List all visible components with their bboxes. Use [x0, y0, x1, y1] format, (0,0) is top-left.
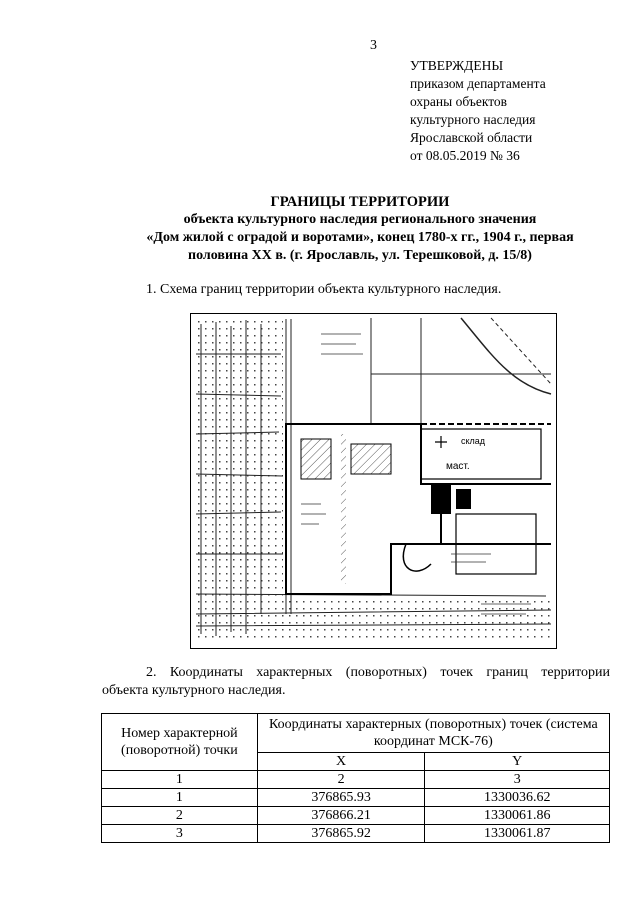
table-numbering-row: 1 2 3 [101, 770, 610, 789]
section-2-line: 2. Координаты характерных (поворотных) т… [146, 665, 610, 680]
title-line: половина XX в. (г. Ярославль, ул. Терешк… [188, 248, 532, 263]
approval-stamp: УТВЕРЖДЕНЫ приказом департамента охраны … [410, 57, 546, 165]
point-number: 3 [101, 824, 258, 843]
section-1-heading: 1. Схема границ территории объекта культ… [146, 282, 502, 297]
table-header-row: Номер характерной (поворотной) точки Коо… [101, 713, 611, 771]
point-number: 2 [101, 806, 258, 825]
approval-line: УТВЕРЖДЕНЫ [410, 58, 504, 73]
map-label-mast: маст. [446, 461, 470, 472]
header-point-number: Номер характерной (поворотной) точки [101, 713, 258, 771]
approval-line: культурного наследия [410, 112, 536, 127]
section-2-line: объекта культурного наследия. [102, 683, 286, 698]
col-number: 1 [101, 770, 258, 789]
coordinates-table: Номер характерной (поворотной) точки Коо… [101, 713, 611, 843]
table-row: 3 376865.92 1330061.87 [101, 824, 610, 843]
table-row: 2 376866.21 1330061.86 [101, 806, 610, 825]
header-x: X [256, 752, 426, 771]
map-label-sklad: склад [461, 436, 486, 446]
title-line: ГРАНИЦЫ ТЕРРИТОРИИ [270, 194, 450, 210]
document-title: ГРАНИЦЫ ТЕРРИТОРИИ объекта культурного н… [95, 193, 625, 265]
section-2-heading: 2. Координаты характерных (поворотных) т… [102, 664, 610, 700]
coord-y: 1330061.86 [424, 806, 610, 825]
coord-x: 376865.92 [256, 824, 426, 843]
coord-x: 376865.93 [256, 788, 426, 807]
page-number: 3 [370, 38, 377, 53]
approval-line: приказом департамента [410, 76, 546, 91]
col-number: 3 [424, 770, 610, 789]
title-line: объекта культурного наследия регионально… [183, 212, 537, 227]
col-number: 2 [256, 770, 426, 789]
approval-line: от 08.05.2019 № 36 [410, 148, 520, 163]
coord-y: 1330061.87 [424, 824, 610, 843]
header-y: Y [424, 752, 610, 771]
map-drawing: склад маст. [195, 317, 552, 639]
approval-line: охраны объектов [410, 94, 508, 109]
coord-y: 1330036.62 [424, 788, 610, 807]
table-subheader-row: X Y [102, 752, 610, 771]
header-coordinates: Координаты характерных (поворотных) точе… [256, 713, 611, 753]
point-number: 1 [101, 788, 258, 807]
title-line: «Дом жилой с оградой и воротами», конец … [146, 230, 574, 245]
approval-line: Ярославской области [410, 130, 533, 145]
coord-x: 376866.21 [256, 806, 426, 825]
table-row: 1 376865.93 1330036.62 [101, 788, 610, 807]
boundary-scheme-map: склад маст. [190, 313, 557, 649]
